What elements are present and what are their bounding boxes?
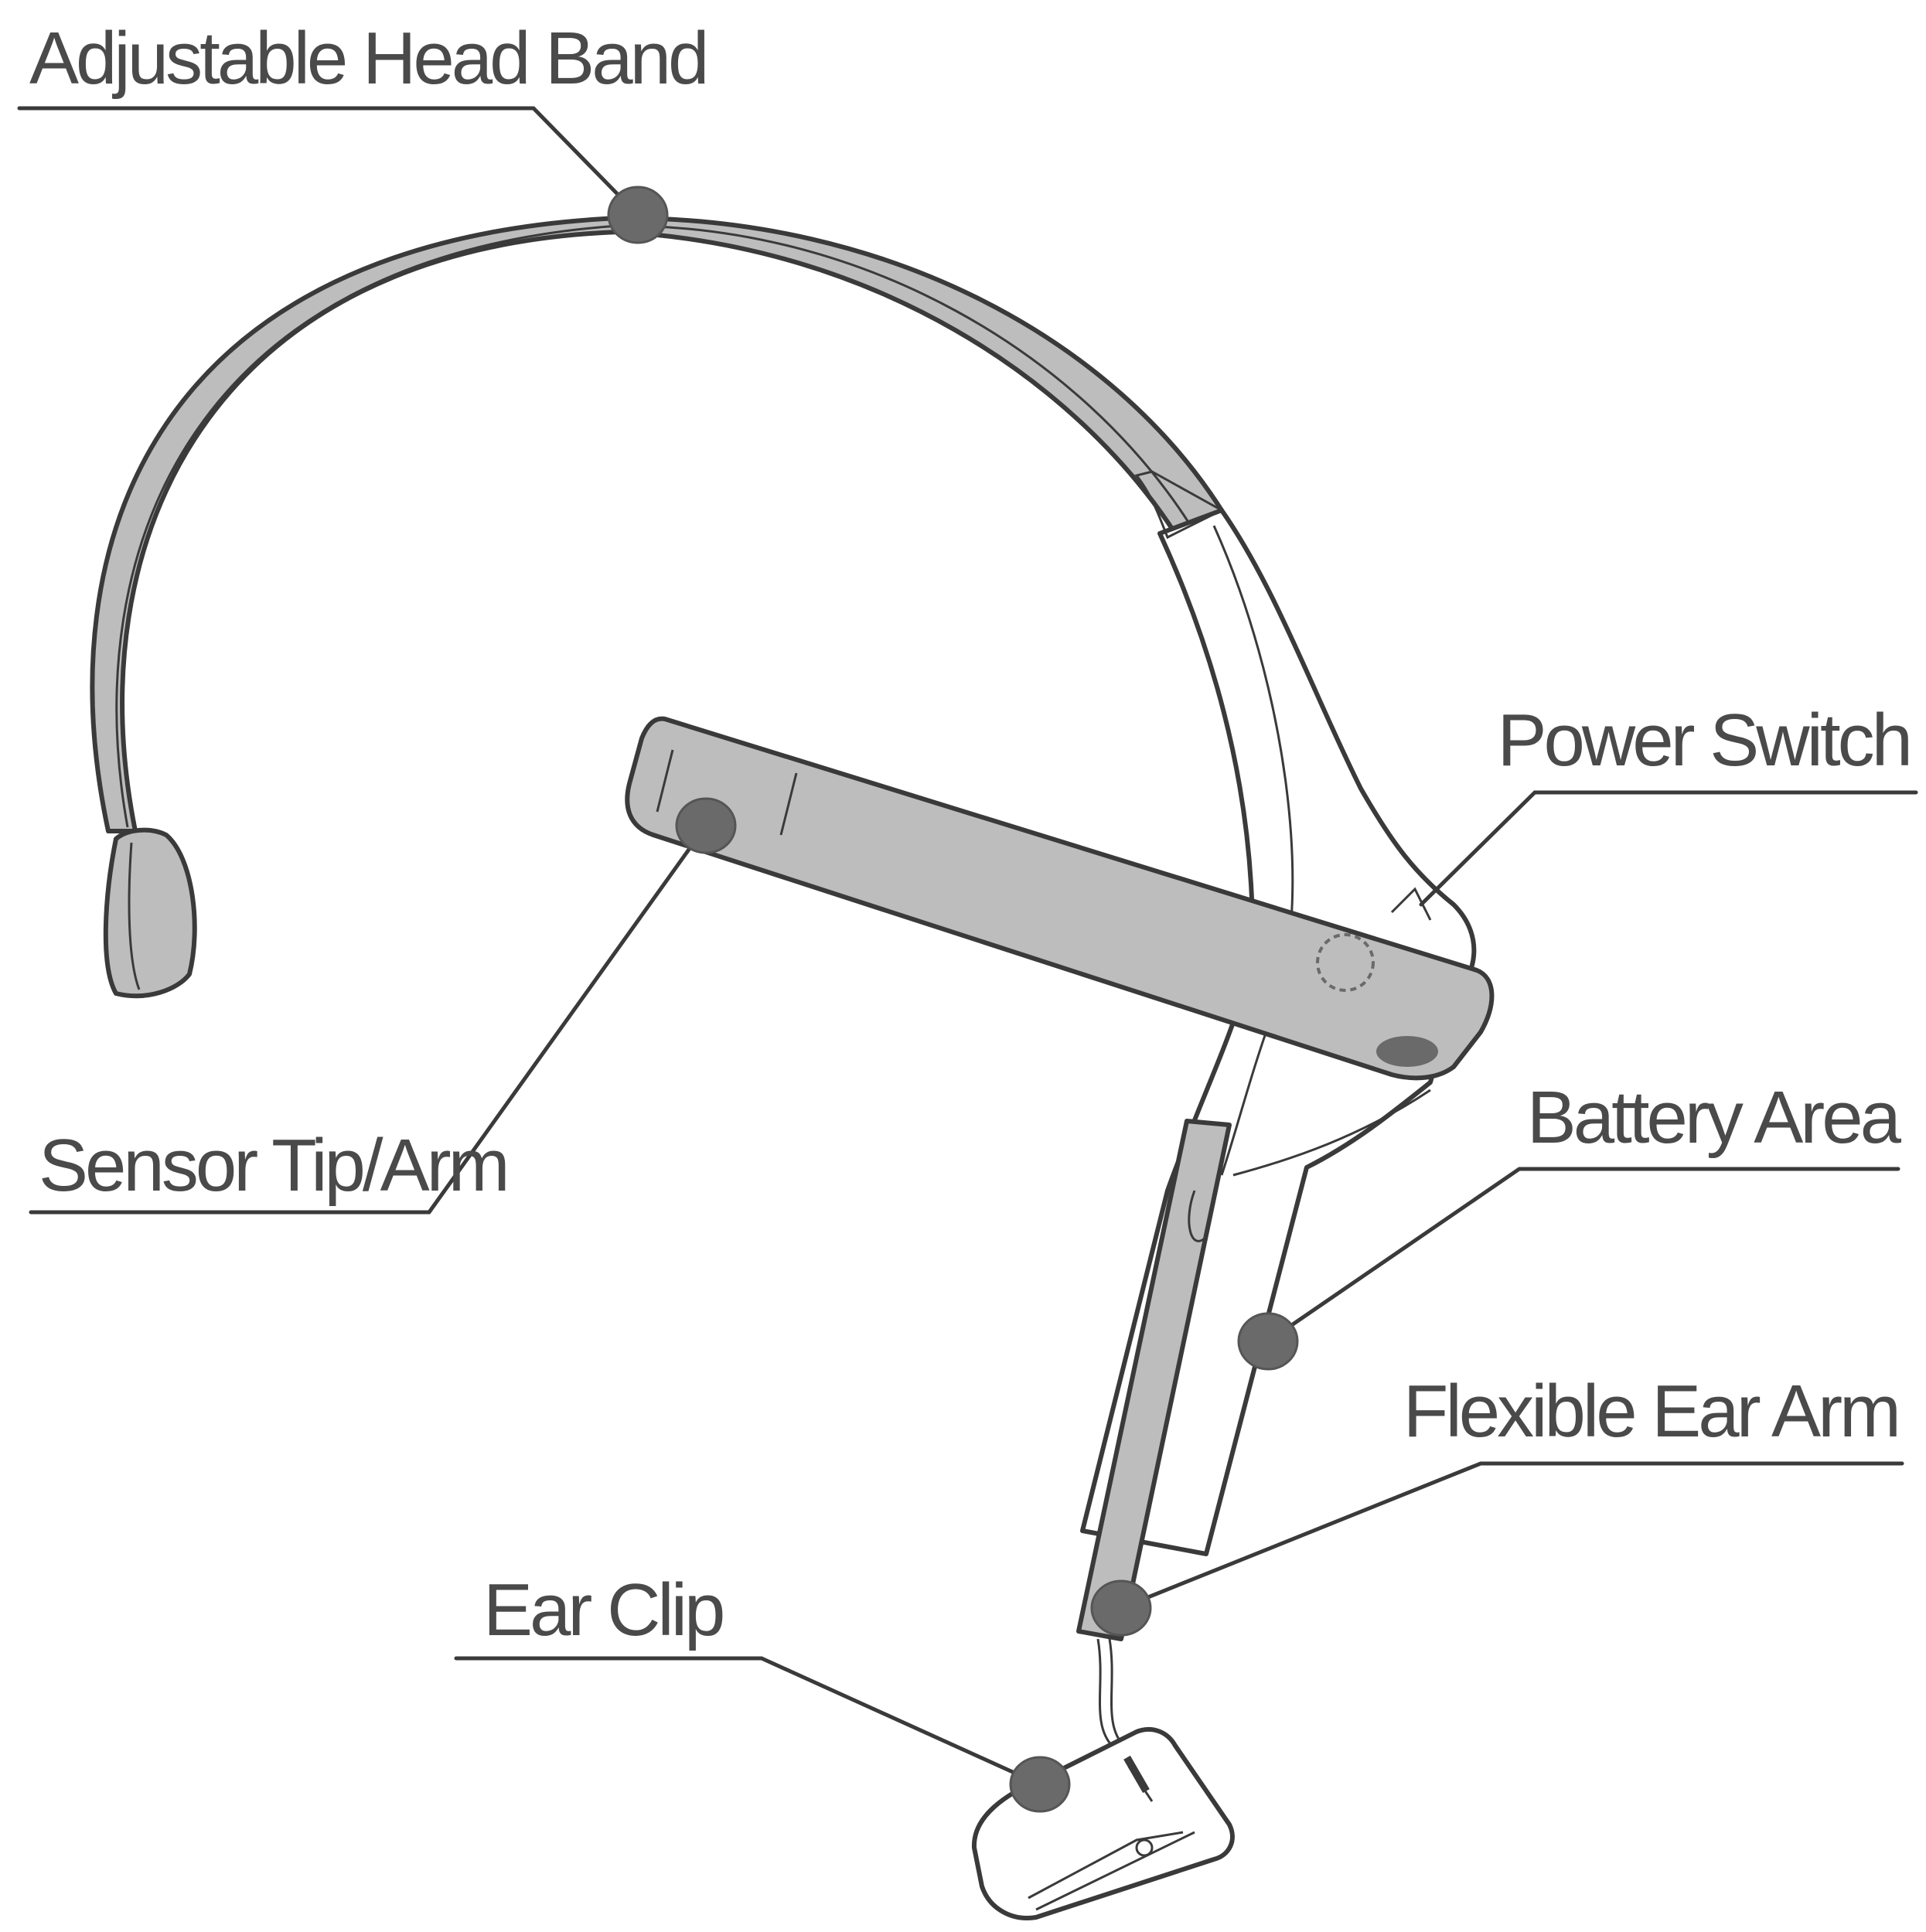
- flexible-ear-arm: [1076, 1119, 1232, 1641]
- ear-pad: [103, 827, 197, 999]
- label-flexible-ear-arm: Flexible Ear Arm: [1403, 1370, 1898, 1453]
- callout-dot-ear-clip: [1009, 1756, 1071, 1813]
- headset-illustration: [90, 215, 1495, 1920]
- leader-line-sensor-tip: [29, 823, 708, 1215]
- leader-line-ear-clip: [454, 1656, 1042, 1787]
- callouts: [17, 106, 1918, 1813]
- callout-dot-sensor-tip: [675, 797, 737, 854]
- ear-clip: [971, 1726, 1235, 1920]
- label-head-band: Adjustable Head Band: [29, 17, 706, 100]
- leader-line-battery-area: [1266, 1167, 1900, 1344]
- leader-line-power-switch: [1419, 790, 1918, 907]
- leader-line-ear-arm: [1119, 1461, 1904, 1610]
- label-battery-area: Battery Area: [1527, 1076, 1902, 1159]
- label-power-switch: Power Switch: [1497, 699, 1910, 782]
- label-ear-clip: Ear Clip: [483, 1569, 723, 1651]
- callout-dot-ear-arm: [1090, 1579, 1152, 1637]
- labels: Adjustable Head Band Power Switch Sensor…: [29, 17, 1913, 1651]
- sensor-arm: [625, 716, 1495, 1081]
- leader-line-head-band: [17, 106, 640, 217]
- label-sensor-tip: Sensor Tip/Arm: [39, 1124, 507, 1207]
- callout-dot-head-band: [607, 186, 669, 244]
- callout-dot-battery-area: [1237, 1312, 1299, 1371]
